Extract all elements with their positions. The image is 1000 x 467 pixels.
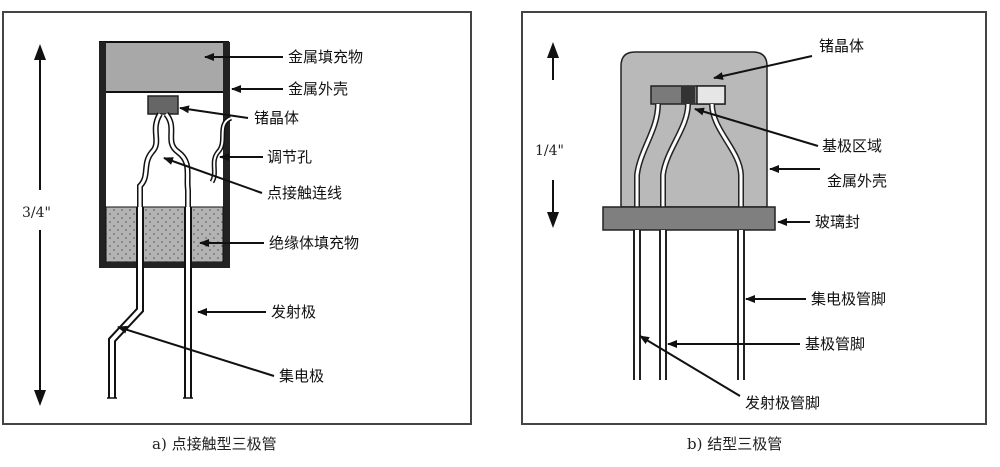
label-emitter-pin: 发射极管脚 bbox=[745, 394, 820, 412]
panel-point-contact-transistor bbox=[2, 11, 472, 425]
label-base-region: 基极区域 bbox=[822, 137, 882, 155]
label-point-contact-wire: 点接触连线 bbox=[267, 184, 342, 202]
dimension-arrow-a bbox=[34, 44, 46, 406]
caption-b: b) 结型三极管 bbox=[687, 435, 783, 453]
base-region-block bbox=[681, 86, 695, 104]
label-emitter: 发射极 bbox=[271, 303, 316, 321]
metal-shell-b bbox=[620, 51, 768, 208]
glass-seal bbox=[602, 206, 776, 231]
junction-transistor-drawing: 1/4" 锗晶体 基极区 bbox=[535, 37, 887, 412]
point-contact-transistor-drawing: 3/4" bbox=[22, 41, 363, 406]
shell-right-wall bbox=[223, 42, 230, 268]
label-adjust-hole: 调节孔 bbox=[267, 148, 312, 166]
label-insulator-filler: 绝缘体填充物 bbox=[269, 234, 359, 252]
label-base-pin: 基极管脚 bbox=[805, 335, 865, 353]
germanium-crystal-a bbox=[147, 95, 179, 115]
insulator-filler bbox=[105, 206, 224, 263]
dimension-label-b: 1/4" bbox=[535, 143, 564, 159]
label-germanium-a: 锗晶体 bbox=[254, 109, 299, 127]
caption-a: a) 点接触型三极管 bbox=[152, 435, 277, 453]
label-metal-filler: 金属填充物 bbox=[288, 48, 363, 66]
shell-bottom bbox=[99, 262, 230, 268]
dimension-label-a: 3/4" bbox=[22, 205, 51, 221]
label-collector-pin: 集电极管脚 bbox=[811, 290, 886, 308]
dimension-arrow-b bbox=[547, 42, 559, 228]
label-glass-seal: 玻璃封 bbox=[815, 213, 860, 231]
metal-filler-block bbox=[99, 41, 229, 93]
label-metal-shell-b: 金属外壳 bbox=[827, 172, 887, 190]
label-germanium-b: 锗晶体 bbox=[819, 37, 864, 55]
label-collector: 集电极 bbox=[279, 367, 324, 385]
label-metal-shell-a: 金属外壳 bbox=[288, 80, 348, 98]
shell-left-wall bbox=[99, 42, 106, 268]
